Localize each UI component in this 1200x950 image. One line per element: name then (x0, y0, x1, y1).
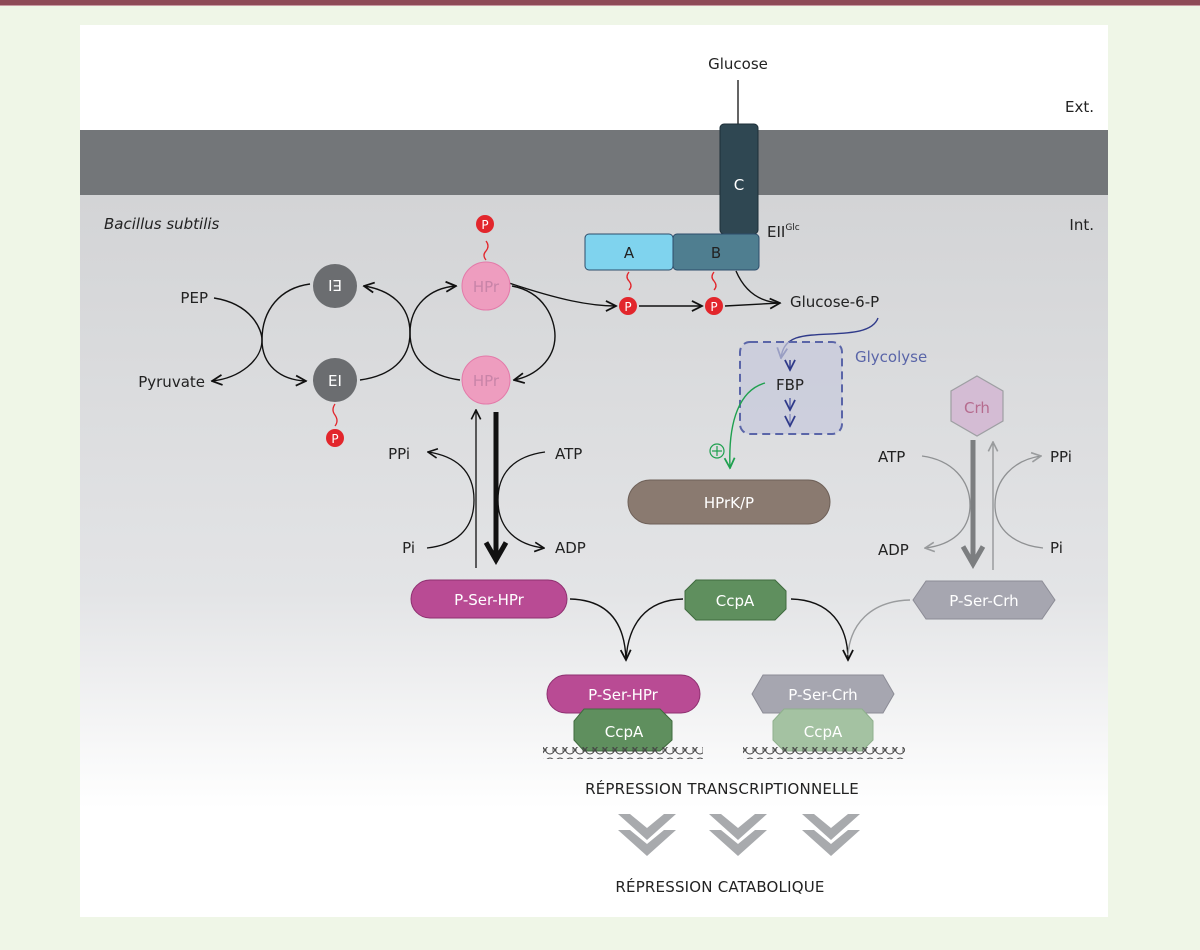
p-ser-crh (912, 580, 1056, 620)
glucose-label: Glucose (708, 55, 768, 73)
ext-label: Ext. (1065, 98, 1094, 116)
crh-ccpa-binding-arrow (847, 599, 911, 656)
domain-b-label: B (711, 244, 721, 262)
glucose6p-label: Glucose-6-P (790, 293, 879, 311)
chevron-down-icon (802, 830, 860, 856)
domain-c-label: C (734, 176, 744, 194)
top-border (0, 0, 1200, 5)
hpr-phospho (476, 215, 494, 233)
phospho-a-label: P (624, 300, 631, 314)
ccpa (684, 579, 787, 621)
chevron-down-icon (618, 814, 676, 840)
left-adp-label: ADP (555, 539, 586, 557)
right-atp-label: ATP (878, 448, 905, 466)
crh-atp-adp-arrow (921, 455, 971, 548)
p-ser-crh-label: P-Ser-Crh (949, 592, 1018, 610)
hprk-kinase (627, 479, 831, 525)
glycolyse-label: Glycolyse (855, 348, 927, 366)
hpr-ccpa-binding-arrow-left (569, 598, 626, 660)
glucose-release-curve (735, 270, 781, 304)
right-adp-label: ADP (878, 541, 909, 559)
eii-label: EIIGlc (767, 223, 800, 241)
ccpa-binding-arrow-left (625, 598, 684, 661)
repression-catabolique-label: RÉPRESSION CATABOLIQUE (615, 877, 824, 896)
ei-phospho-link (332, 403, 338, 427)
fbp-activation-arrow (730, 382, 766, 468)
hpr-top (461, 261, 511, 311)
ei-top-label: EI (328, 276, 342, 294)
repression-transcriptionnelle-label: RÉPRESSION TRANSCRIPTIONNELLE (585, 779, 859, 798)
complex1-ccpa-label: CcpA (605, 723, 644, 741)
pi-ppi-arrow (427, 452, 475, 549)
pep-label: PEP (180, 289, 208, 307)
left-atp-label: ATP (555, 445, 582, 463)
complex1-p-ser-hpr-label: P-Ser-HPr (588, 686, 659, 704)
phospho-b (705, 297, 723, 315)
hpr-phospho-label: P (481, 218, 488, 232)
ei-phosphorylation-arrow (261, 283, 311, 381)
plus-icon (709, 443, 725, 459)
hprk-label: HPrK/P (704, 494, 754, 512)
dna-helix-2 (743, 747, 905, 759)
complex2-p-ser-crh (751, 674, 895, 714)
chevron-down-icon (618, 830, 676, 856)
cytoplasm-region (80, 195, 1108, 917)
eii-superscript: Glc (785, 223, 799, 233)
ei-top (313, 264, 357, 308)
p-ser-hpr-label: P-Ser-HPr (454, 591, 525, 609)
crh-pi-ppi-arrow (994, 456, 1044, 549)
crh-label: Crh (964, 399, 990, 417)
ei-phospho-label: P (331, 432, 338, 446)
phospho-a (619, 297, 637, 315)
dna-helix-1 (543, 747, 703, 759)
domain-a-label: A (624, 244, 635, 262)
right-pi-label: Pi (1050, 539, 1063, 557)
hpr-to-a-arrow (508, 282, 616, 306)
crh-hexagon (950, 375, 1004, 437)
eii-text: EII (767, 223, 785, 241)
hpr-bottom (461, 355, 511, 405)
atp-adp-arrow (497, 451, 545, 548)
right-ppi-label: PPi (1050, 448, 1072, 466)
pyruvate-label: Pyruvate (138, 373, 205, 391)
ccpa-label: CcpA (716, 592, 755, 610)
glycolysis-box (739, 341, 843, 435)
complex2-ccpa-label: CcpA (804, 723, 843, 741)
hpr-return-arrow (511, 285, 556, 380)
membrane (80, 130, 1108, 195)
ccpa-binding-arrow-right (790, 598, 848, 660)
eii-domain-b (672, 233, 760, 271)
chevron-down-icon (709, 814, 767, 840)
fbp-label: FBP (776, 376, 804, 394)
phospho-b-label: P (710, 300, 717, 314)
hpr-phosphorylation-arrow (409, 286, 461, 381)
phospho-link-b (711, 271, 717, 291)
int-label: Int. (1069, 216, 1094, 234)
ei-phospho (326, 429, 344, 447)
left-ppi-label: PPi (388, 445, 410, 463)
chevron-down-icon (802, 814, 860, 840)
organism-label: Bacillus subtilis (104, 215, 220, 233)
complex2-p-ser-crh-label: P-Ser-Crh (788, 686, 857, 704)
ei-bottom-label: EI (328, 372, 342, 390)
top-border-highlight (0, 5, 1200, 6)
left-pi-label: Pi (402, 539, 415, 557)
b-to-glucose6p-arrow (724, 303, 780, 306)
hpr-top-label: HPr (473, 278, 500, 296)
chevron-down-icon (709, 830, 767, 856)
hpr-bottom-label: HPr (473, 372, 500, 390)
chevrons-group (618, 814, 860, 856)
p-ser-hpr (410, 579, 568, 619)
ei-bottom (313, 358, 357, 402)
hpr-phospho-link (483, 240, 489, 261)
phospho-link-a (626, 271, 632, 291)
